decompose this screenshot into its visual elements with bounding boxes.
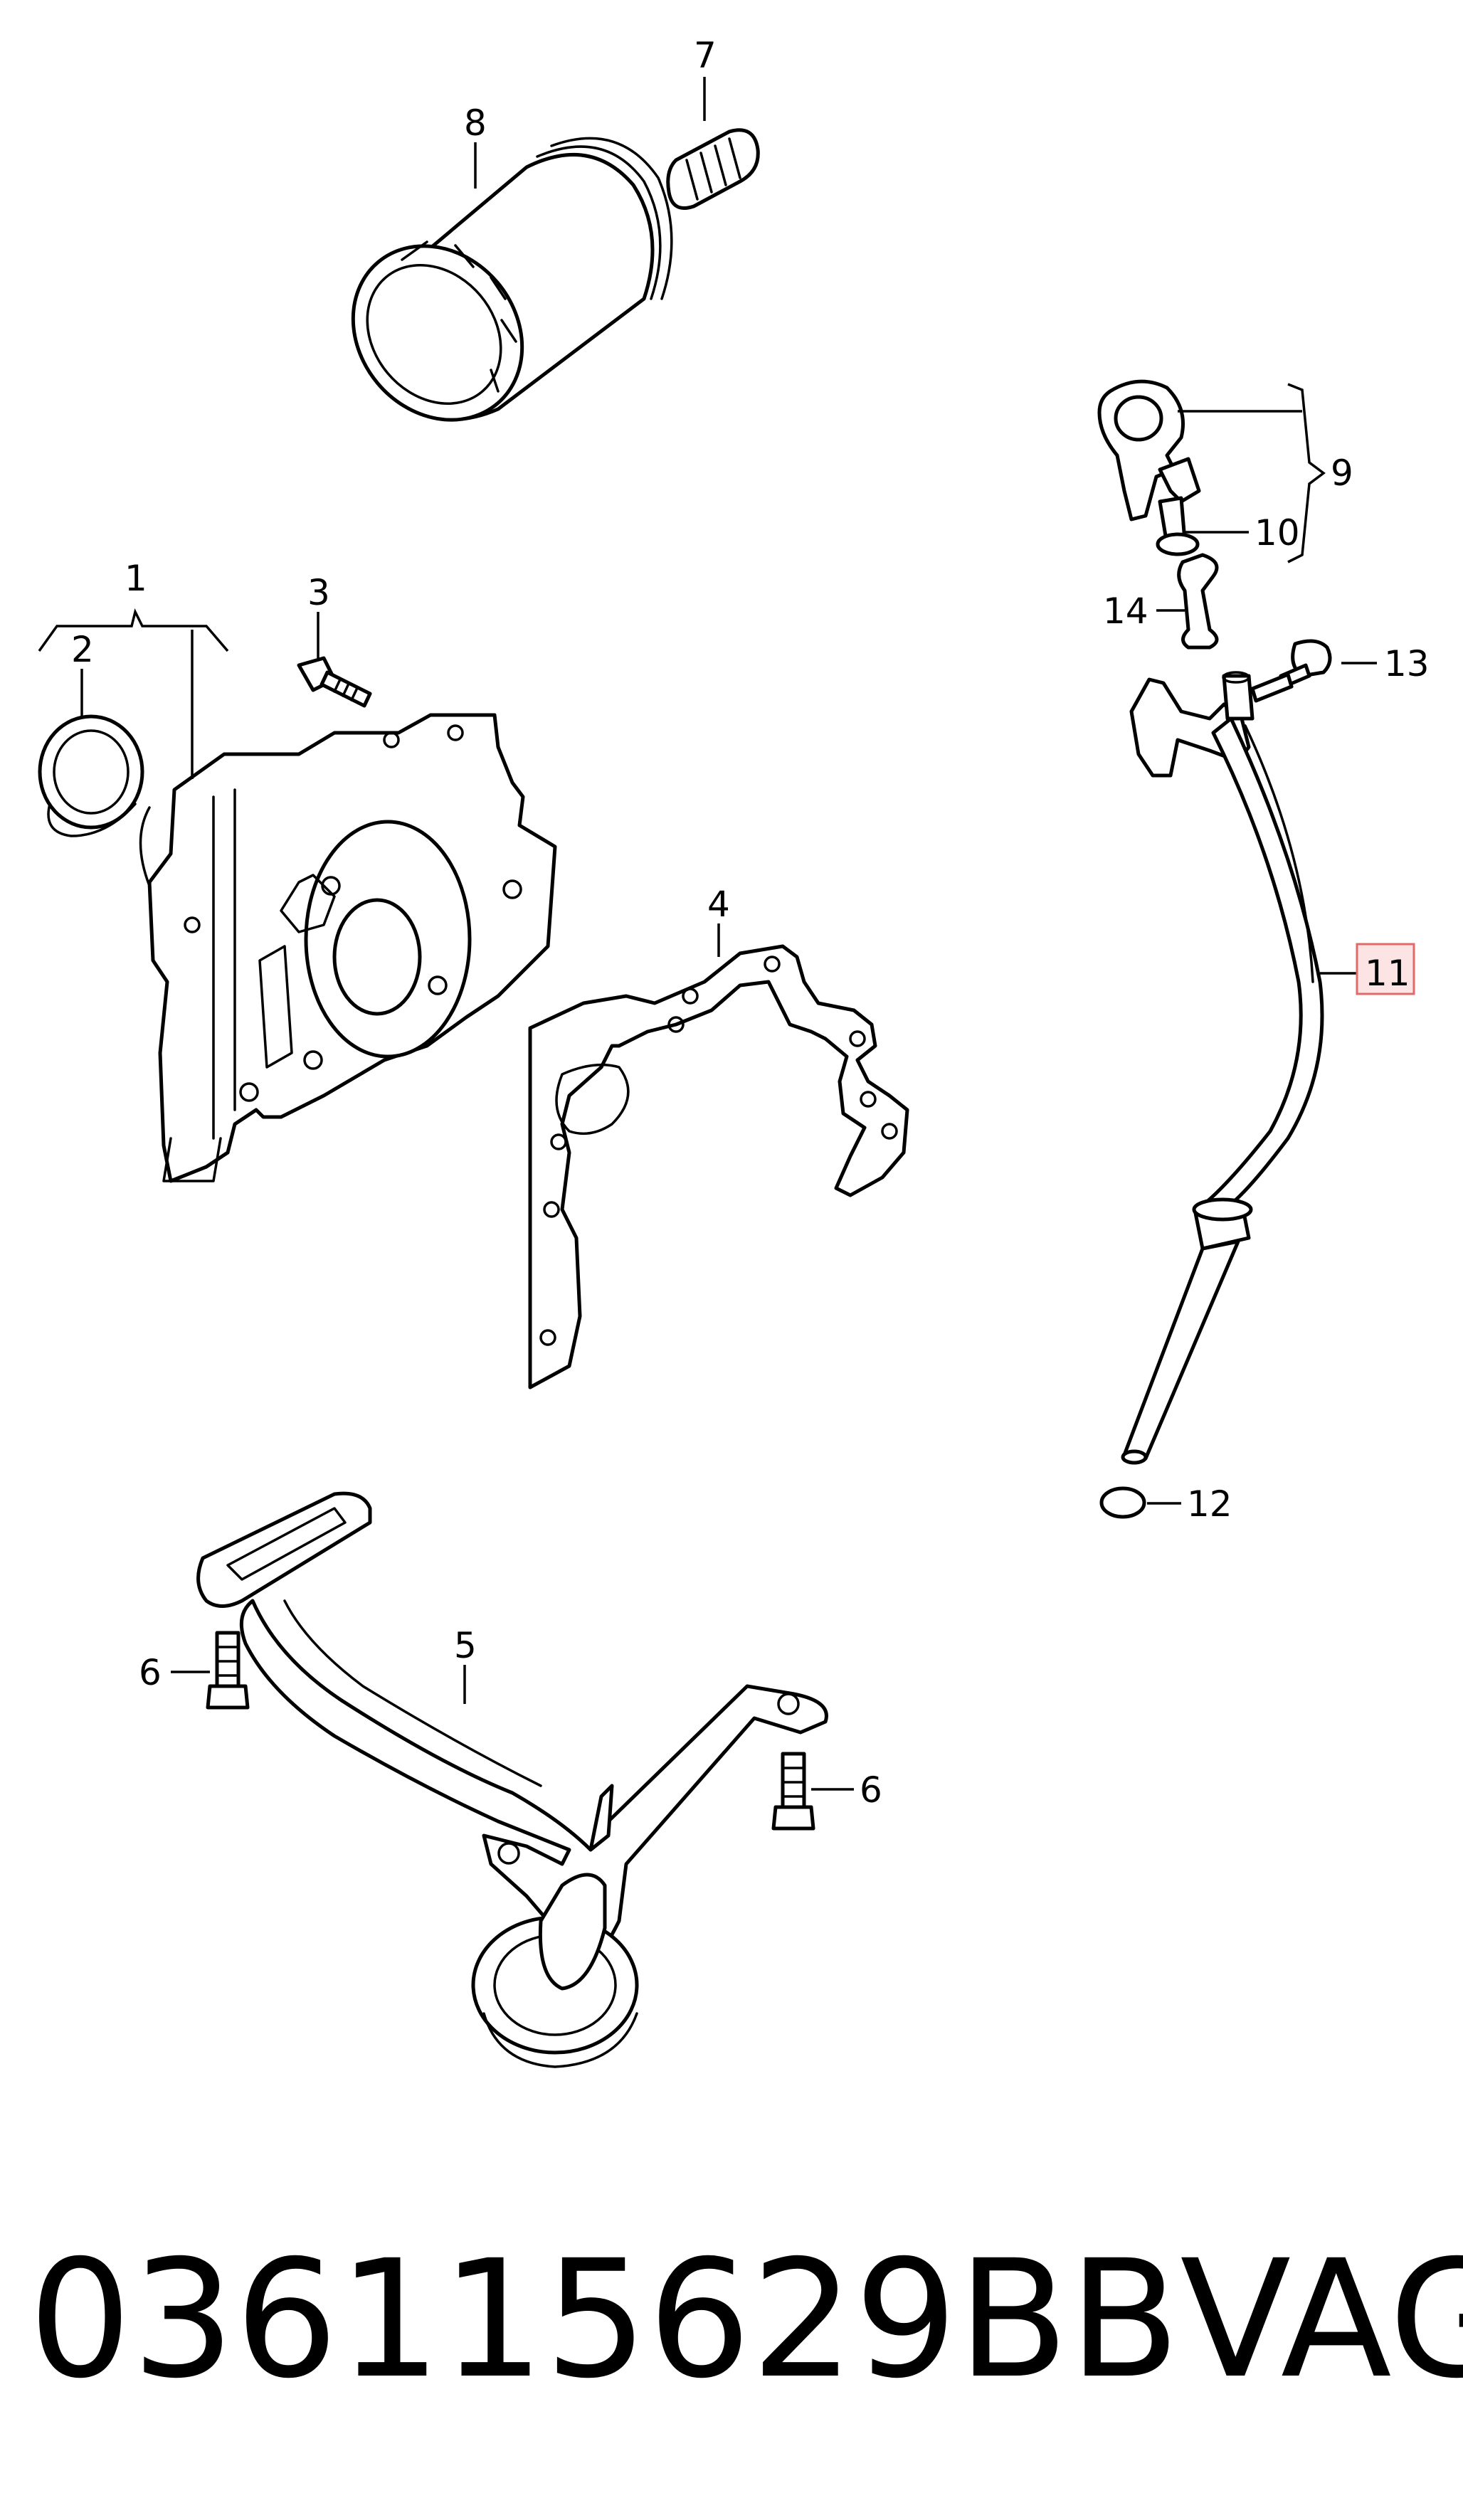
dipstick-guide-tube — [1121, 671, 1324, 1465]
dipstick-handle — [1097, 379, 1219, 650]
highlight-box-11 — [1356, 943, 1415, 995]
callout-6-left: 6 — [139, 1652, 162, 1693]
callout-4: 4 — [707, 884, 730, 925]
pump-bolt — [297, 656, 372, 708]
gasket — [528, 944, 909, 1389]
guide-tube-bolt — [1250, 639, 1332, 703]
callout-5: 5 — [454, 1625, 477, 1666]
o-ring — [1099, 1486, 1146, 1519]
callout-12: 12 — [1187, 1483, 1232, 1525]
leader-lines — [38, 77, 1377, 1791]
callout-11: 11 — [1365, 953, 1410, 994]
bolt-6-right — [771, 1752, 815, 1831]
callout-10: 10 — [1255, 512, 1300, 554]
callout-9: 9 — [1331, 452, 1353, 494]
callout-8: 8 — [464, 102, 487, 144]
callout-6-right: 6 — [860, 1769, 882, 1811]
brand-name: VAG — [1180, 2225, 1463, 2414]
oil-pump — [139, 713, 557, 1183]
bolt-6-left — [206, 1631, 250, 1710]
threaded-stud — [666, 128, 760, 210]
callout-2: 2 — [71, 629, 94, 670]
oil-filter — [351, 137, 673, 422]
seal-ring — [38, 714, 144, 837]
callout-13: 13 — [1384, 643, 1430, 684]
callout-3: 3 — [307, 572, 330, 613]
oil-pickup-pipe — [196, 1491, 828, 2068]
part-number: 036115629BB — [28, 2225, 1181, 2414]
callout-labels: 7 8 1 2 3 4 5 6 6 9 10 14 13 11 12 — [71, 35, 1430, 1811]
footer: 036115629BB VAG — [28, 2213, 1463, 2426]
callout-1: 1 — [125, 558, 147, 599]
callout-7: 7 — [694, 35, 717, 76]
callout-14: 14 — [1103, 591, 1148, 632]
